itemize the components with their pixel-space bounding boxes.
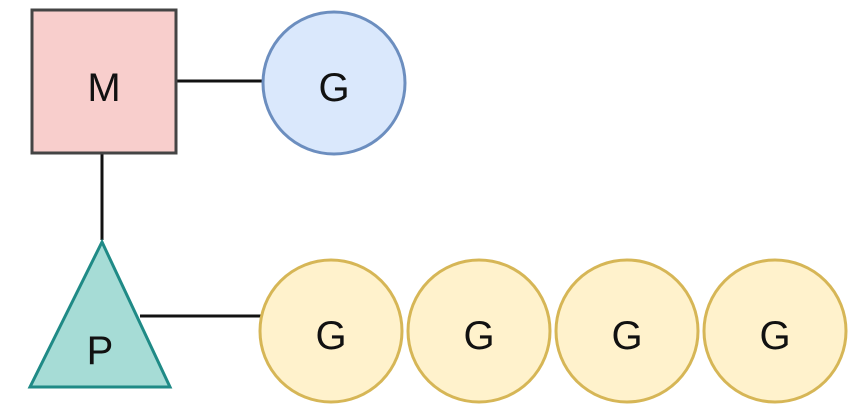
- running-goroutine-node: G: [261, 10, 407, 156]
- queued-goroutine-node: G: [258, 258, 404, 404]
- queued-goroutine-node: G: [702, 258, 848, 404]
- goroutine-queue: G G G G: [258, 258, 848, 404]
- queued-goroutine-node: G: [554, 258, 700, 404]
- queued-goroutine-circle: [258, 258, 404, 404]
- running-goroutine-circle: [261, 10, 407, 156]
- machine-label: M: [87, 66, 120, 110]
- queued-goroutine-node: G: [406, 258, 552, 404]
- processor-triangle: [27, 238, 173, 389]
- machine-node: M: [30, 8, 178, 155]
- queued-goroutine-label: G: [463, 314, 494, 358]
- processor-label: P: [87, 329, 114, 373]
- processor-node: P: [27, 238, 173, 389]
- queued-goroutine-circle: [702, 258, 848, 404]
- queued-goroutine-circle: [554, 258, 700, 404]
- queued-goroutine-label: G: [611, 314, 642, 358]
- running-goroutine-label: G: [318, 66, 349, 110]
- queued-goroutine-label: G: [759, 314, 790, 358]
- queued-goroutine-label: G: [315, 314, 346, 358]
- queued-goroutine-circle: [406, 258, 552, 404]
- machine-box: [30, 8, 178, 155]
